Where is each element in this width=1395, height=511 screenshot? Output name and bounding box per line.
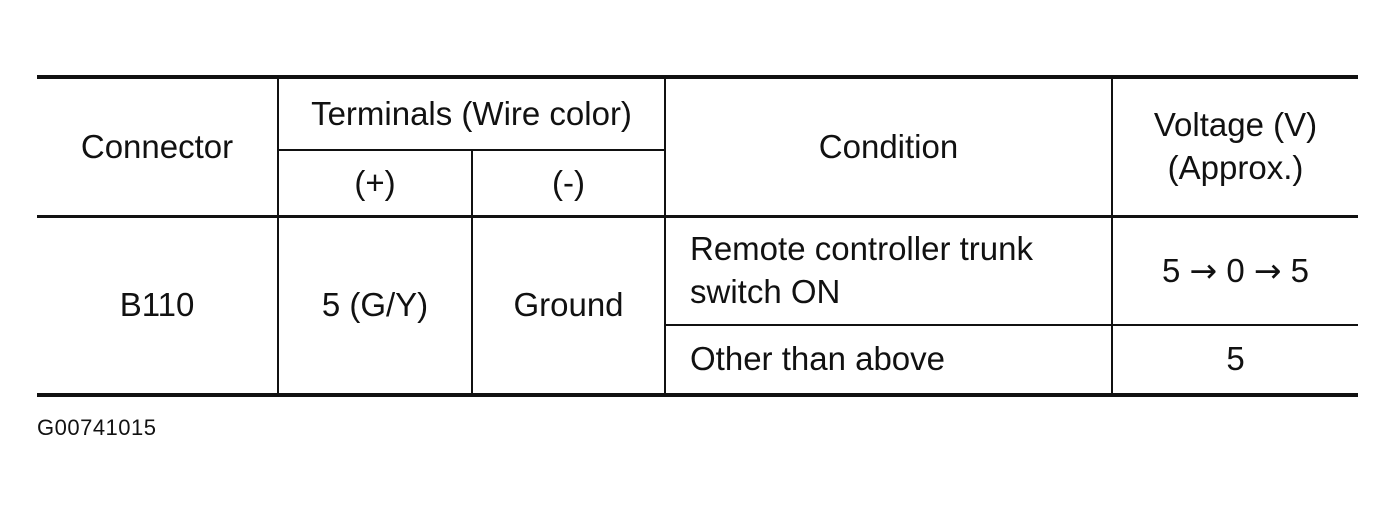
table-subheader-row: (+) (-) [37, 150, 1358, 218]
header-connector: Connector [37, 77, 279, 218]
header-voltage-line1: Voltage (V) [1153, 106, 1318, 144]
cell-condition-switch-on: Remote controller trunk switch ON [665, 216, 1113, 326]
table-header-row: Connector Terminals (Wire color) Conditi… [37, 77, 1358, 218]
cell-minus-terminal: Ground [472, 216, 666, 395]
header-voltage: Voltage (V) (Approx.) [1112, 77, 1358, 218]
header-voltage-line2: (Approx.) [1167, 149, 1304, 186]
figure-code: G00741015 [37, 415, 157, 440]
header-terminals: Terminals (Wire color) [278, 77, 666, 151]
header-plus: (+) [278, 150, 473, 218]
voltage-spec-table: Connector Terminals (Wire color) Conditi… [37, 75, 1358, 397]
voltage-value: 0 [1226, 251, 1245, 289]
condition-line2: switch ON [690, 273, 841, 310]
voltage-value: 5 [1290, 251, 1310, 289]
cell-condition-other: Other than above [665, 325, 1113, 395]
cell-voltage-switch-on: 5 → 0 → 5 [1112, 216, 1358, 326]
cell-voltage-other: 5 [1226, 340, 1245, 378]
table-row: B110 5 (G/Y) Ground Remote controller tr… [37, 216, 1358, 395]
table-row: Other than above 5 [37, 325, 1358, 395]
header-minus: (-) [472, 150, 666, 218]
cell-plus-terminal: 5 (G/Y) [278, 216, 473, 395]
arrow-right-icon: → [1253, 250, 1282, 290]
voltage-value: 5 [1161, 251, 1181, 289]
header-condition: Condition [665, 77, 1113, 218]
condition-line1: Remote controller trunk [690, 230, 1033, 268]
arrow-right-icon: → [1189, 250, 1218, 290]
cell-connector: B110 [37, 216, 279, 395]
